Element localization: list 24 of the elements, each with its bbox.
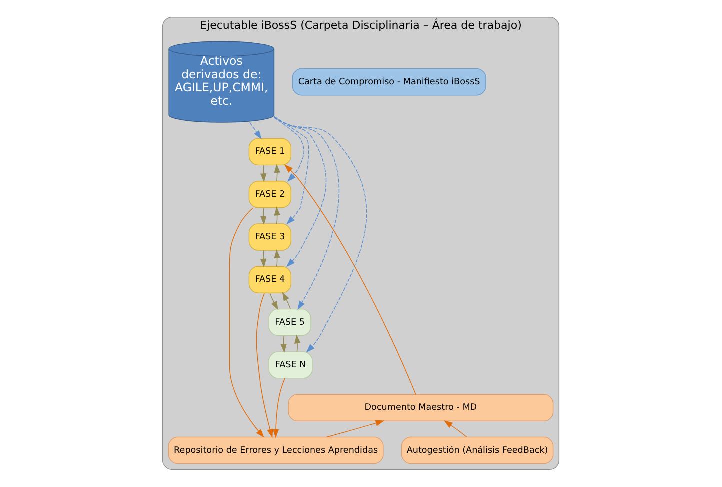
arrow (284, 164, 416, 395)
arrow (280, 336, 287, 354)
arrow (444, 420, 468, 438)
node-box: FASE N (268, 352, 313, 379)
arrow (272, 378, 286, 438)
node-box: FASE 3 (248, 224, 292, 251)
arrow (260, 250, 267, 268)
arrow (250, 122, 262, 140)
node-box: FASE 2 (248, 181, 292, 208)
arrow (260, 208, 267, 226)
arrow (282, 292, 292, 310)
arrow (229, 208, 264, 438)
node-box: Repositorio de Errores y Lecciones Aprendidas (168, 436, 384, 464)
arrow (326, 420, 385, 438)
node-box: Autogestión (Análisis FeedBack) (401, 436, 554, 464)
arrow (270, 292, 278, 310)
arrow (256, 292, 274, 438)
node-box: FASE 4 (248, 266, 292, 294)
node-box: Carta de Compromiso - Manifiesto iBossS (292, 68, 486, 96)
node-box: Documento Maestro - MD (288, 394, 554, 422)
arrow (260, 164, 267, 182)
node-box: FASE 1 (248, 138, 292, 166)
node-box: FASE 5 (268, 308, 312, 336)
arrow (294, 334, 301, 352)
